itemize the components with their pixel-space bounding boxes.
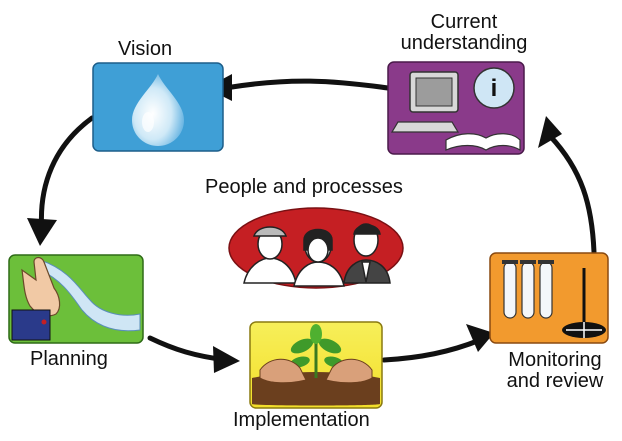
vision-label: Vision [118, 38, 173, 60]
monitoring-label-line2: and review [506, 370, 604, 392]
arrow-implementation-to-monitoring [381, 337, 483, 363]
planning-label: Planning [30, 348, 108, 370]
stage-vision [92, 62, 224, 152]
svg-text:i: i [491, 75, 498, 102]
stage-planning [8, 254, 144, 344]
hands-planting-seedling-icon [252, 324, 380, 406]
arrow-vision-to-planning [38, 115, 95, 235]
stage-current-understanding: i [387, 61, 525, 155]
arrowhead-current [538, 116, 562, 148]
monitoring-label-line1: Monitoring [508, 349, 602, 371]
computer-info-book-icon: i [390, 67, 521, 152]
current-understanding-label-line1: Current [430, 11, 498, 33]
arrow-current-to-vision [229, 78, 391, 91]
arrowhead-implementation [213, 346, 240, 373]
monitoring-label: Monitoring and review [490, 350, 620, 392]
people-group-icon [243, 223, 391, 287]
arrowhead-planning [27, 218, 57, 246]
stage-implementation [249, 321, 383, 409]
test-tubes-icon [502, 260, 606, 338]
stage-monitoring [489, 252, 609, 344]
arrowhead-monitoring [466, 324, 494, 352]
water-drop-icon [132, 74, 184, 146]
arrow-monitoring-to-current [547, 133, 597, 255]
pointing-hand-map-icon [11, 256, 141, 341]
current-understanding-label-line2: understanding [400, 32, 528, 54]
cycle-arrows [38, 78, 597, 363]
implementation-label: Implementation [233, 409, 370, 431]
center-label: People and processes [205, 176, 403, 198]
current-understanding-label: Current understanding [384, 12, 544, 54]
center-people-group [228, 207, 404, 289]
